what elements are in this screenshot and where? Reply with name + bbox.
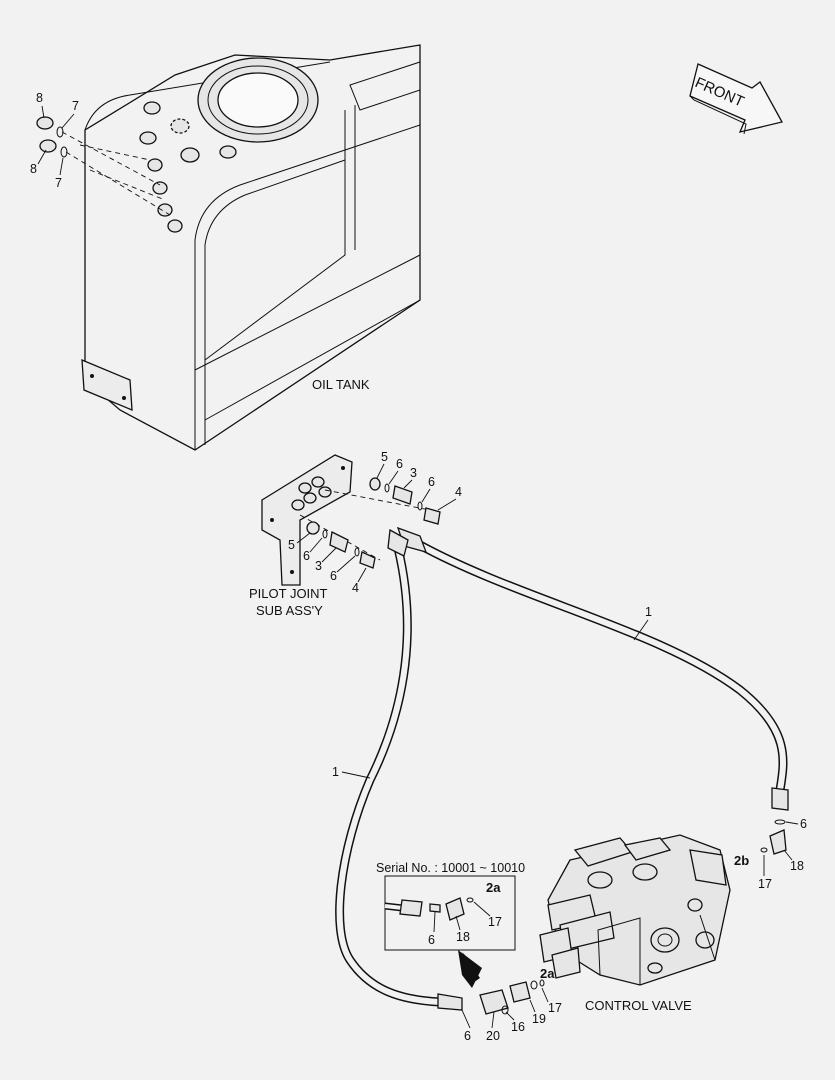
callout-17-bottom: 17 — [548, 1001, 562, 1015]
callout-18-right: 18 — [790, 859, 804, 873]
callout-6-upper-a: 6 — [396, 457, 403, 471]
callout-18-inset: 18 — [456, 930, 470, 944]
pilot-joint-label-2: SUB ASS'Y — [256, 603, 323, 618]
oil-tank-label: OIL TANK — [312, 377, 370, 392]
callout-20: 20 — [486, 1029, 500, 1043]
callout-19: 19 — [532, 1012, 546, 1026]
callout-3-upper: 3 — [410, 466, 417, 480]
pilot-joint-bracket — [261, 454, 353, 586]
hose-right — [396, 526, 789, 811]
callout-1-right: 1 — [645, 605, 652, 619]
bottom-fittings — [479, 979, 545, 1015]
tank-plugs — [36, 116, 171, 216]
callout-6-upper-b: 6 — [428, 475, 435, 489]
callout-6-lower-b: 6 — [330, 569, 337, 583]
callout-5-lower: 5 — [288, 538, 295, 552]
callout-8-top: 8 — [36, 91, 43, 105]
pilot-upper-fittings — [324, 477, 441, 525]
callout-17-right: 17 — [758, 877, 772, 891]
callout-8-bottom: 8 — [30, 162, 37, 176]
callout-6-bottom: 6 — [464, 1029, 471, 1043]
callout-1-left: 1 — [332, 765, 339, 779]
callout-7-top: 7 — [72, 99, 79, 113]
callout-16: 16 — [511, 1020, 525, 1034]
serial-inset-box — [384, 875, 516, 951]
pilot-lower-fittings — [299, 514, 381, 569]
inset-arrow-head-icon — [458, 950, 482, 988]
callout-6-inset: 6 — [428, 933, 435, 947]
callout-3-lower: 3 — [315, 559, 322, 573]
callout-4-upper: 4 — [455, 485, 462, 499]
callout-2a-bottom: 2a — [540, 966, 555, 981]
callout-2b: 2b — [734, 853, 749, 868]
callout-2a-inset: 2a — [486, 880, 501, 895]
callout-17-inset: 17 — [488, 915, 502, 929]
callout-7-bottom: 7 — [55, 176, 62, 190]
callout-6-right: 6 — [800, 817, 807, 831]
pilot-joint-label-1: PILOT JOINT — [249, 586, 328, 601]
serial-label: Serial No. : 10001 ~ 10010 — [376, 861, 525, 875]
right-end-fittings — [760, 819, 787, 855]
control-valve-label: CONTROL VALVE — [585, 998, 692, 1013]
callout-4-lower: 4 — [352, 581, 359, 595]
front-arrow-icon — [689, 63, 783, 135]
control-valve — [539, 834, 731, 986]
hose-left — [335, 528, 463, 1011]
oil-tank — [81, 44, 421, 451]
callout-6-lower-a: 6 — [303, 549, 310, 563]
callout-5-upper: 5 — [381, 450, 388, 464]
